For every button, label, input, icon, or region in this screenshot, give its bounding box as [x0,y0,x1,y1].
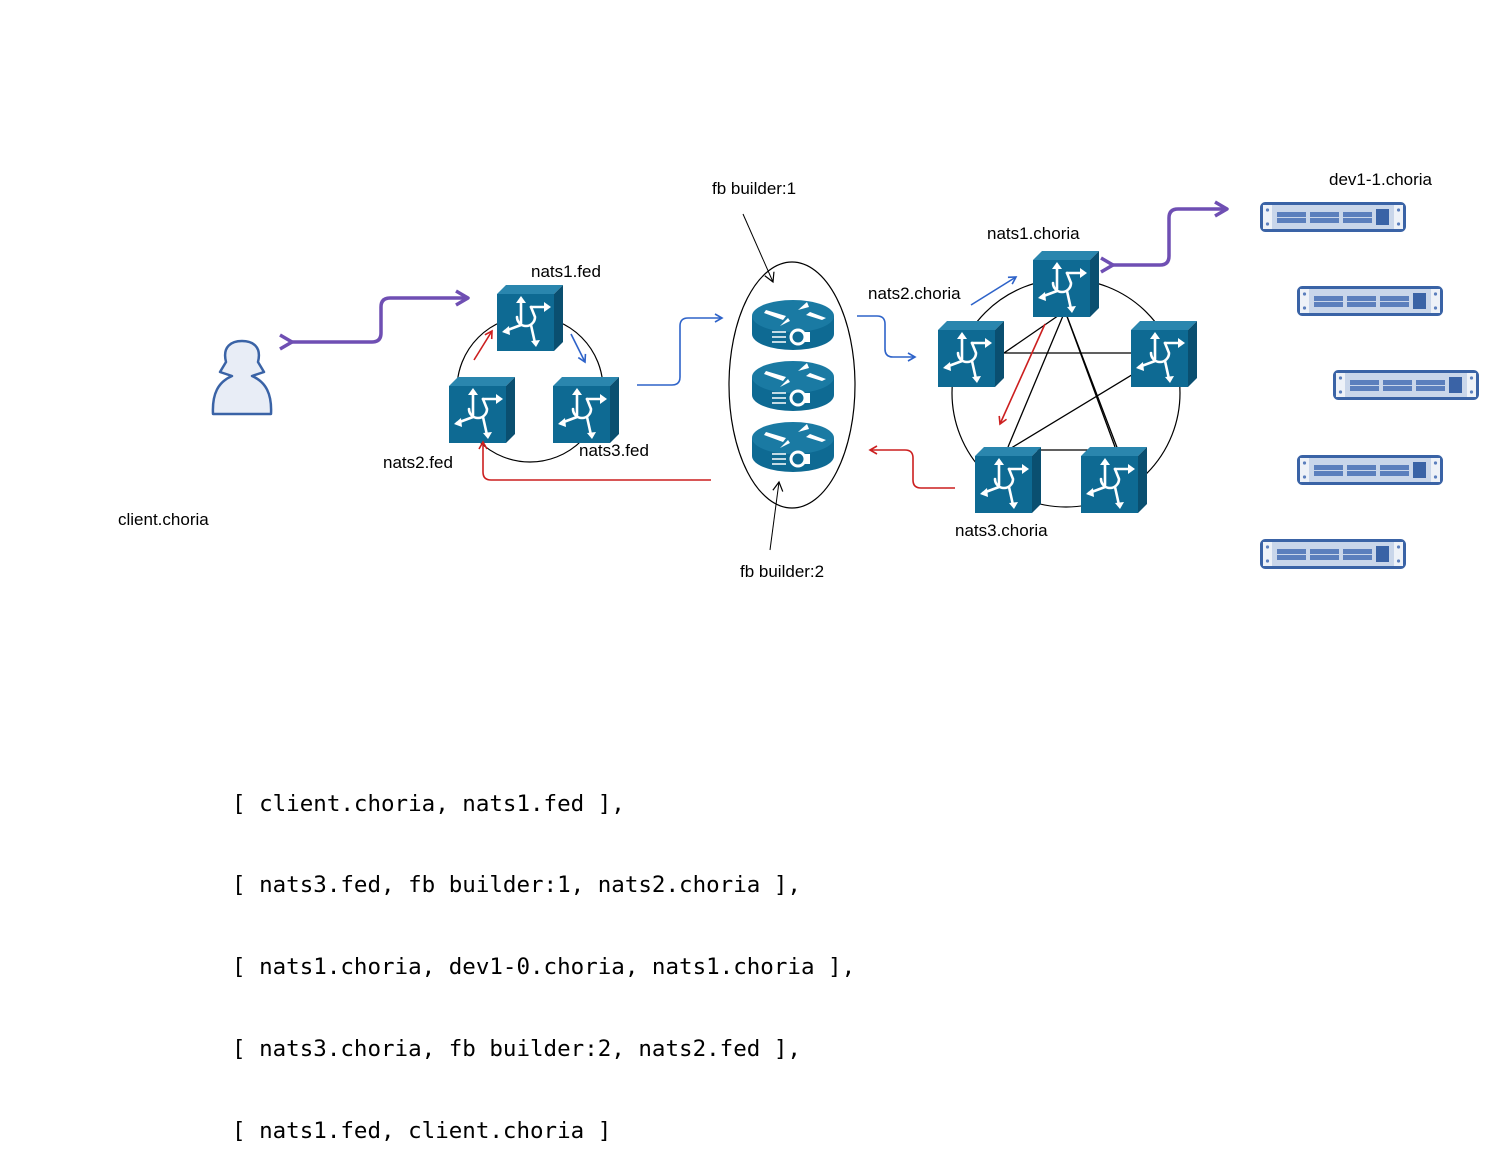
server-rack-icon[interactable] [1333,370,1479,400]
nats3-choria-switch-icon[interactable] [973,445,1043,515]
fb-builder-2-pointer [769,480,784,551]
route-entry: [ client.choria, nats1.fed ], [232,790,625,817]
nats3-fed-switch-icon[interactable] [551,375,621,445]
fb-builder-router-icon[interactable] [750,420,836,474]
request-flow-fed-to-builder [637,313,724,386]
client-nats1-fed-link [279,289,470,351]
route-list: [ client.choria, nats1.fed ], [ nats3.fe… [232,736,855,1173]
request-arrow-nats2-to-nats1-choria [970,276,1018,306]
request-arrow-nats1-to-nats3-fed [570,333,587,364]
fb-builder-2-label: fb builder:2 [740,562,824,581]
nats1-choria-switch-icon[interactable] [1031,249,1101,319]
reply-arrow-nats2-to-nats1-fed [473,329,493,361]
server-rack-icon[interactable] [1260,539,1406,569]
fb-builder-1-pointer [742,213,775,284]
route-entry: [ nats1.fed, client.choria ] [232,1118,612,1145]
nats3-fed-label: nats3.fed [579,441,649,460]
nats2-fed-label: nats2.fed [383,453,453,472]
choria-dev-link [1100,200,1229,274]
reply-flow-builder-to-fed [478,440,711,481]
nats2-fed-switch-icon[interactable] [447,375,517,445]
route-entry: [ nats3.choria, fb builder:2, nats2.fed … [232,1036,801,1063]
network-diagram: client.choria nats1.fed nats2.fed nats3.… [118,170,1479,581]
server-rack-icon[interactable] [1260,202,1406,232]
reply-flow-choria-to-builder [868,445,955,489]
reply-arrow-nats1-to-nats3-choria [998,323,1046,426]
fb-builder-group [728,261,856,509]
choria-full-mesh [1001,309,1171,451]
nats1-fed-label: nats1.fed [531,262,601,281]
nats1-choria-label: nats1.choria [987,224,1080,243]
choria-switch-icon[interactable] [1129,319,1199,389]
nats2-choria-label: nats2.choria [868,284,961,303]
server-rack-icon[interactable] [1297,455,1443,485]
client-label: client.choria [118,510,209,529]
fb-builder-router-icon[interactable] [750,298,836,352]
nats1-fed-switch-icon[interactable] [495,283,565,353]
choria-switch-icon[interactable] [1079,445,1149,515]
route-entry: [ nats3.fed, fb builder:1, nats2.choria … [232,872,801,899]
nats3-choria-label: nats3.choria [955,521,1048,540]
nats2-choria-switch-icon[interactable] [936,319,1006,389]
request-flow-builder-to-choria [857,315,917,362]
route-entry: [ nats1.choria, dev1-0.choria, nats1.cho… [232,954,856,981]
server-rack-icon[interactable] [1297,286,1443,316]
fb-builder-router-icon[interactable] [750,359,836,413]
user-icon[interactable] [211,339,273,416]
fb-builder-1-label: fb builder:1 [712,179,796,198]
choria-mesh-lines [1007,310,1116,448]
dev-server-label: dev1-1.choria [1329,170,1433,189]
